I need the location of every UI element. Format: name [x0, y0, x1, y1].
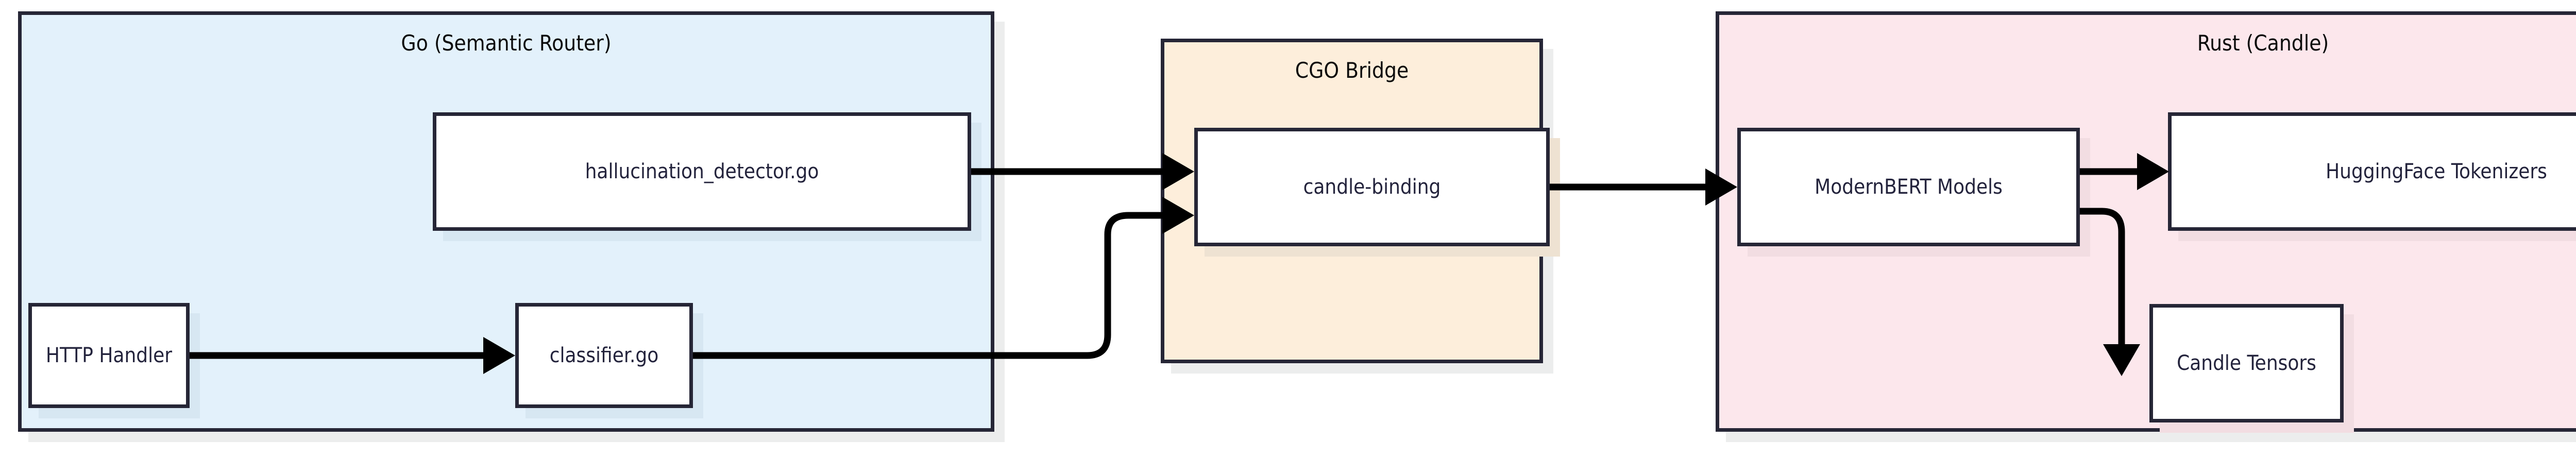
node-label-http-handler: HTTP Handler: [45, 344, 173, 367]
node-label-candle-binding: candle-binding: [1303, 175, 1441, 199]
node-label-classifier-go: classifier.go: [549, 344, 659, 367]
node-huggingface-tokenizers[interactable]: HuggingFace Tokenizers: [2168, 112, 2576, 231]
node-classifier-go[interactable]: classifier.go: [515, 303, 693, 408]
edge-candle-binding-to-modernbert-models: [1550, 168, 1737, 206]
cluster-title-cgo: CGO Bridge: [1295, 58, 1409, 83]
cluster-title-rust: Rust (Candle): [2197, 30, 2329, 56]
node-modernbert-models[interactable]: ModernBERT Models: [1737, 128, 2080, 246]
node-label-candle-tensors: Candle Tensors: [2177, 351, 2316, 375]
node-candle-binding[interactable]: candle-binding: [1194, 128, 1550, 246]
node-label-modernbert-models: ModernBERT Models: [1815, 175, 2003, 199]
node-hallucination-detector-go[interactable]: hallucination_detector.go: [433, 112, 971, 231]
node-label-hallucination-detector-go: hallucination_detector.go: [585, 160, 819, 183]
cluster-title-go: Go (Semantic Router): [401, 30, 612, 56]
node-http-handler[interactable]: HTTP Handler: [28, 303, 190, 408]
node-candle-tensors[interactable]: Candle Tensors: [2149, 304, 2344, 422]
node-label-huggingface-tokenizers: HuggingFace Tokenizers: [2326, 160, 2547, 183]
